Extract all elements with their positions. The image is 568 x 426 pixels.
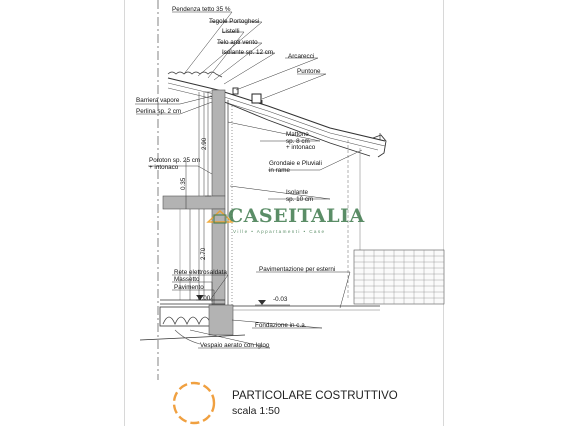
roof-layer-line — [167, 82, 386, 147]
label-fondazione: Fondazione in c.a. — [255, 322, 307, 329]
foundation-block — [208, 304, 234, 336]
label-isolante10-1: Isolante — [286, 189, 309, 196]
label-massetto: Massetto — [174, 276, 200, 283]
level-ext: -0.03 — [273, 296, 288, 303]
dimension-lines — [185, 91, 211, 301]
label-mattone-1: Mattone — [286, 131, 309, 138]
dim-290: 2.90 — [201, 137, 208, 150]
label-grondaie-1: Grondaie e Pluviali — [269, 160, 322, 167]
label-tegole: Tegole Portoghesi — [209, 18, 259, 25]
wall-upper — [211, 89, 226, 197]
label-isolante10-2: sp. 10 cm — [286, 196, 313, 203]
label-grondaie-2: in rame — [269, 167, 290, 174]
ground-section — [139, 249, 445, 345]
label-perlina: Perlina sp. 2 cm — [136, 108, 181, 115]
gutter-profile — [372, 134, 387, 158]
label-telo: Telo anti vento — [217, 39, 258, 46]
level-marker-icon — [258, 300, 266, 305]
igloo-domes — [162, 316, 212, 326]
label-pendenza: Pendenza tetto 35 % — [172, 6, 231, 13]
watermark-tagline: Ville • Appartamenti • Case — [233, 229, 326, 234]
label-listelli: Listelli — [222, 28, 240, 35]
fence-panel — [353, 249, 445, 305]
label-poroton-2: + intonaco — [149, 164, 179, 171]
caption-title: PARTICOLARE COSTRUTTIVO — [232, 390, 398, 402]
label-poroton-1: Poroton sp. 25 cm — [149, 157, 200, 164]
roof — [167, 71, 386, 157]
intermediate-slab — [162, 195, 226, 210]
terrain-curve — [174, 329, 201, 345]
label-rete: Rete elettrosaldata — [174, 269, 227, 276]
roof-rafter — [209, 95, 371, 157]
level-0: 0.00 — [198, 295, 211, 302]
label-arcarecci: Arcarecci — [288, 53, 314, 60]
watermark-logo: CASEITALIA Ville • Appartamenti • Case — [206, 205, 365, 234]
dim-035: 0.35 — [180, 177, 187, 190]
label-vespaio: Vespaio aerato con Igloo — [200, 342, 270, 349]
leader-lines — [135, 11, 363, 349]
roof-top-line — [167, 77, 386, 142]
label-barriera: Barriera vapore — [136, 97, 180, 104]
vespaio-bed — [159, 306, 213, 327]
label-isolante12: Isolante sp. 12 cm — [222, 49, 273, 56]
caption-scale: scala 1:50 — [232, 405, 280, 417]
purlin — [251, 93, 262, 104]
label-puntone: Puntone — [297, 68, 321, 75]
label-mattone-2: sp. 8 cm — [286, 138, 310, 145]
label-mattone-3: + intonaco — [286, 144, 316, 151]
detail-circle-icon — [172, 381, 216, 425]
label-pavimento: Pavimento — [174, 284, 204, 291]
roof-tiles — [167, 71, 223, 78]
terrain-line — [139, 334, 246, 341]
purlin — [232, 87, 239, 95]
roof-layer-line — [167, 87, 379, 151]
dim-270: 2.70 — [200, 247, 207, 260]
house-body-icon — [213, 214, 227, 224]
label-pavimentazione: Pavimentazione per esterni — [259, 266, 335, 273]
level-marker-icon — [196, 295, 204, 300]
caption: PARTICOLARE COSTRUTTIVO scala 1:50 — [172, 381, 398, 425]
watermark-brand: CASEITALIA — [228, 205, 365, 227]
